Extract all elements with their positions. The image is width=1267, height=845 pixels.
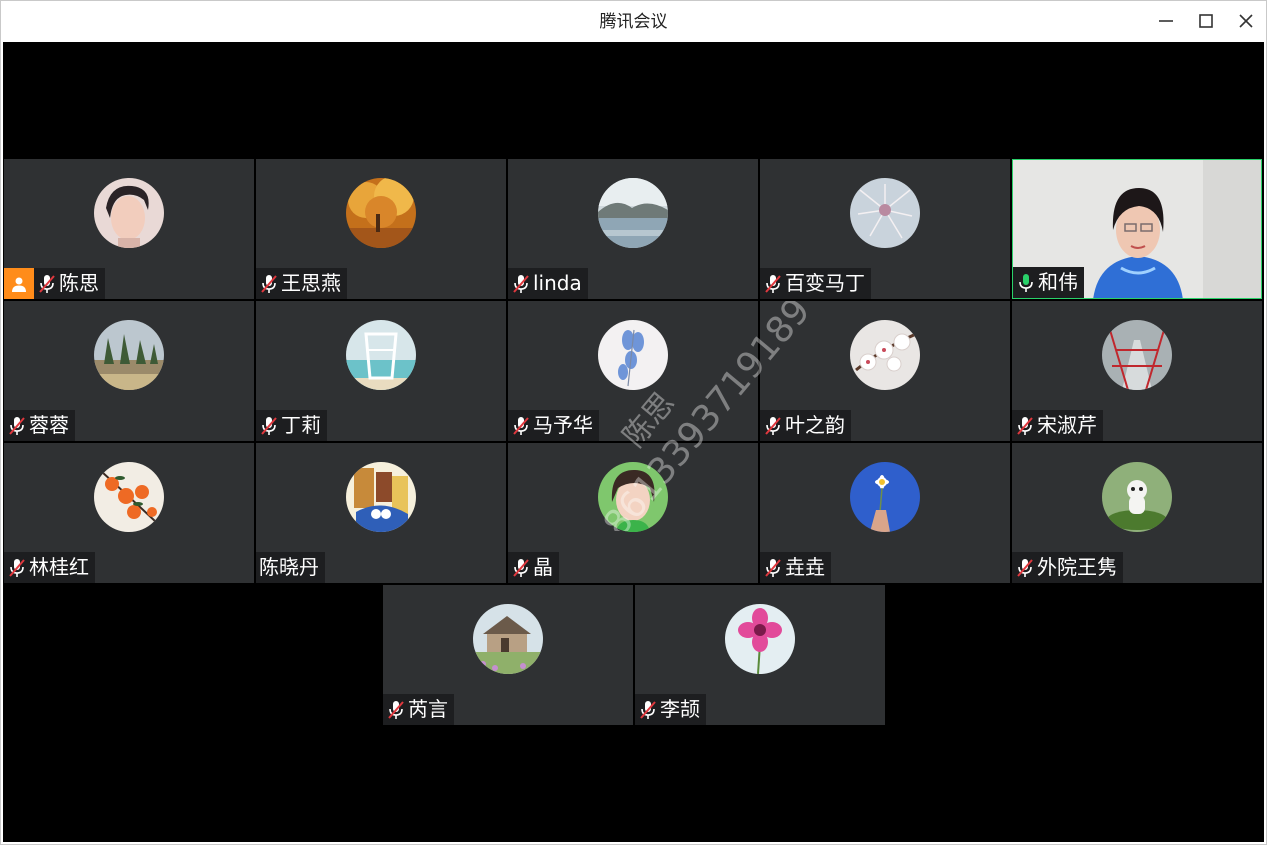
participant-name: 蓉蓉: [29, 413, 69, 437]
mic-muted-icon: [513, 558, 529, 577]
participant-name: 马予华: [533, 413, 593, 437]
mic-muted-icon: [1017, 416, 1033, 435]
mic-muted-icon: [39, 274, 55, 293]
participant-tile[interactable]: 陈晓丹: [256, 443, 506, 583]
title-bar[interactable]: 腾讯会议: [1, 1, 1266, 41]
avatar: [725, 604, 795, 674]
name-bar: 王思燕: [256, 268, 347, 299]
close-icon: [1239, 14, 1253, 28]
mic-muted-icon: [765, 274, 781, 293]
avatar: [346, 178, 416, 248]
name-bar: 李颉: [635, 694, 706, 725]
participant-name: linda: [533, 271, 582, 295]
name-bar: 林桂红: [4, 552, 95, 583]
name-bar: 外院王隽: [1012, 552, 1123, 583]
participant-tile[interactable]: 李颉: [635, 585, 885, 725]
name-bar: 和伟: [1013, 267, 1084, 298]
minimize-button[interactable]: [1146, 1, 1186, 41]
participant-name: 李颉: [660, 697, 700, 721]
name-bar: 陈思: [4, 268, 105, 299]
participant-tile[interactable]: 外院王隽: [1012, 443, 1262, 583]
avatar: [94, 320, 164, 390]
participant-tile[interactable]: 林桂红: [4, 443, 254, 583]
video-grid: 陈思 王思燕 linda: [3, 42, 1264, 842]
name-bar: 宋淑芹: [1012, 410, 1103, 441]
participant-name: 宋淑芹: [1037, 413, 1097, 437]
participant-name: 外院王隽: [1037, 555, 1117, 579]
host-badge: [4, 268, 34, 299]
mic-muted-icon: [1017, 558, 1033, 577]
name-bar: 陈晓丹: [256, 552, 325, 583]
participant-name: 和伟: [1038, 270, 1078, 294]
participant-name: 晶: [533, 555, 553, 579]
name-bar: 垚垚: [760, 552, 831, 583]
participant-video-tile[interactable]: 和伟: [1012, 159, 1262, 299]
participant-tile[interactable]: 垚垚: [760, 443, 1010, 583]
participant-name: 王思燕: [281, 271, 341, 295]
mic-active-icon: [1019, 273, 1033, 292]
participant-name: 丁莉: [281, 413, 321, 437]
mic-muted-icon: [765, 558, 781, 577]
participant-tile[interactable]: 芮言: [383, 585, 633, 725]
participant-tile[interactable]: 晶: [508, 443, 758, 583]
avatar: [346, 462, 416, 532]
avatar: [598, 462, 668, 532]
participant-tile[interactable]: 马予华: [508, 301, 758, 441]
participant-tile[interactable]: 百变马丁: [760, 159, 1010, 299]
mic-muted-icon: [261, 274, 277, 293]
close-button[interactable]: [1226, 1, 1266, 41]
name-bar: 蓉蓉: [4, 410, 75, 441]
maximize-icon: [1199, 14, 1213, 28]
avatar: [346, 320, 416, 390]
participant-tile[interactable]: 宋淑芹: [1012, 301, 1262, 441]
avatar: [94, 462, 164, 532]
avatar: [850, 320, 920, 390]
mic-muted-icon: [388, 700, 404, 719]
participant-tile[interactable]: 叶之韵: [760, 301, 1010, 441]
name-bar: 叶之韵: [760, 410, 851, 441]
window-title: 腾讯会议: [599, 12, 668, 32]
participant-name: 芮言: [408, 697, 448, 721]
name-bar: 芮言: [383, 694, 454, 725]
avatar: [94, 178, 164, 248]
avatar: [473, 604, 543, 674]
mic-muted-icon: [640, 700, 656, 719]
name-bar: linda: [508, 268, 588, 299]
mic-muted-icon: [261, 416, 277, 435]
participant-name: 垚垚: [785, 555, 825, 579]
avatar: [598, 178, 668, 248]
user-icon: [12, 277, 26, 292]
name-bar: 丁莉: [256, 410, 327, 441]
participant-tile[interactable]: 蓉蓉: [4, 301, 254, 441]
minimize-icon: [1159, 20, 1173, 22]
mic-muted-icon: [765, 416, 781, 435]
avatar: [1102, 462, 1172, 532]
avatar: [1102, 320, 1172, 390]
participant-name: 百变马丁: [785, 271, 865, 295]
participant-tile[interactable]: 丁莉: [256, 301, 506, 441]
name-bar: 晶: [508, 552, 559, 583]
name-bar: 百变马丁: [760, 268, 871, 299]
mic-muted-icon: [9, 416, 25, 435]
participant-name: 陈思: [59, 271, 99, 295]
participant-tile[interactable]: linda: [508, 159, 758, 299]
participant-tile[interactable]: 陈思: [4, 159, 254, 299]
participant-name: 林桂红: [29, 555, 89, 579]
participant-name: 叶之韵: [785, 413, 845, 437]
name-bar: 马予华: [508, 410, 599, 441]
camera-feed: [1013, 160, 1261, 298]
avatar: [850, 462, 920, 532]
avatar: [598, 320, 668, 390]
participant-name: 陈晓丹: [259, 555, 319, 579]
maximize-button[interactable]: [1186, 1, 1226, 41]
participant-tile[interactable]: 王思燕: [256, 159, 506, 299]
mic-muted-icon: [9, 558, 25, 577]
mic-muted-icon: [513, 416, 529, 435]
mic-muted-icon: [513, 274, 529, 293]
avatar: [850, 178, 920, 248]
